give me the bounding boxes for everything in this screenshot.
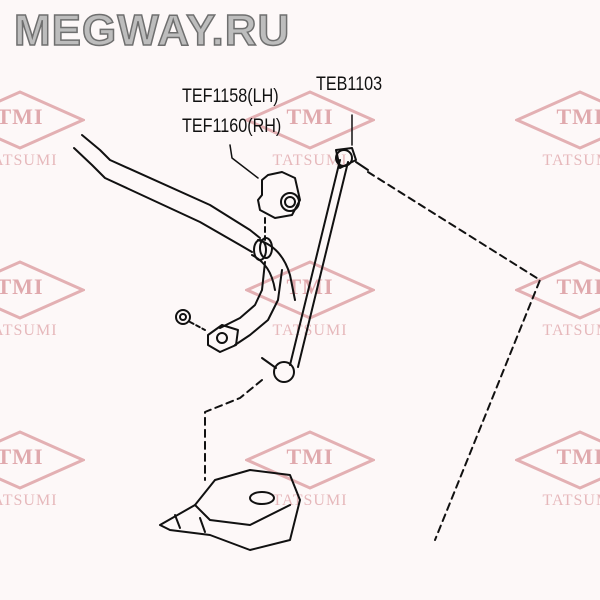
bar-collar: [253, 237, 273, 261]
watermark-logo: TMI: [0, 274, 44, 299]
tatsumi-watermark: TMI TATSUMI: [515, 430, 600, 510]
watermark-logo: TMI: [556, 274, 600, 299]
watermark-name: TATSUMI: [272, 492, 348, 509]
site-brand: MEGWAY.RU: [13, 5, 291, 56]
bar-end-eye: [207, 324, 239, 353]
watermark-logo: TMI: [556, 104, 600, 129]
tatsumi-watermark: TMI TATSUMI: [0, 90, 85, 170]
bushing-bracket: [229, 144, 301, 241]
tmi-diamond-icon: [0, 90, 85, 150]
watermark-logo: TMI: [286, 104, 334, 129]
link-label: TEB1103: [316, 74, 383, 95]
watermark-name: TATSUMI: [542, 322, 600, 339]
watermark-logo: TMI: [0, 444, 44, 469]
watermark-name: TATSUMI: [0, 322, 58, 339]
tatsumi-watermark: TMI TATSUMI: [0, 260, 85, 340]
watermark-logo: TMI: [286, 444, 334, 469]
stabilizer-link: [204, 114, 541, 541]
tmi-diamond-icon: [515, 260, 600, 320]
tatsumi-watermark: TMI TATSUMI: [515, 90, 600, 170]
watermark-name: TATSUMI: [542, 152, 600, 169]
nut: [175, 309, 206, 331]
tmi-diamond-icon: [0, 260, 85, 320]
tatsumi-watermark: TMI TATSUMI: [0, 430, 85, 510]
watermark-logo: TMI: [556, 444, 600, 469]
tmi-diamond-icon: [515, 90, 600, 150]
bushing-rh-label: TEF1160(RH): [182, 116, 282, 137]
tmi-diamond-icon: [245, 430, 375, 490]
tmi-diamond-icon: [515, 430, 600, 490]
tatsumi-watermark: TMI TATSUMI: [515, 260, 600, 340]
tmi-diamond-icon: [245, 90, 375, 150]
lower-arm-mount: [159, 469, 301, 551]
watermark-name: TATSUMI: [272, 152, 348, 169]
watermark-name: TATSUMI: [272, 322, 348, 339]
tatsumi-watermark: TMI TATSUMI: [245, 90, 375, 170]
tatsumi-watermark: TMI TATSUMI: [245, 430, 375, 510]
watermark-name: TATSUMI: [542, 492, 600, 509]
watermark-name: TATSUMI: [0, 152, 58, 169]
tmi-diamond-icon: [0, 430, 85, 490]
watermark-name: TATSUMI: [0, 492, 58, 509]
watermark-logo: TMI: [0, 104, 44, 129]
bushing-lh-label: TEF1158(LH): [182, 86, 279, 107]
stabilizer-bar: [73, 134, 296, 346]
